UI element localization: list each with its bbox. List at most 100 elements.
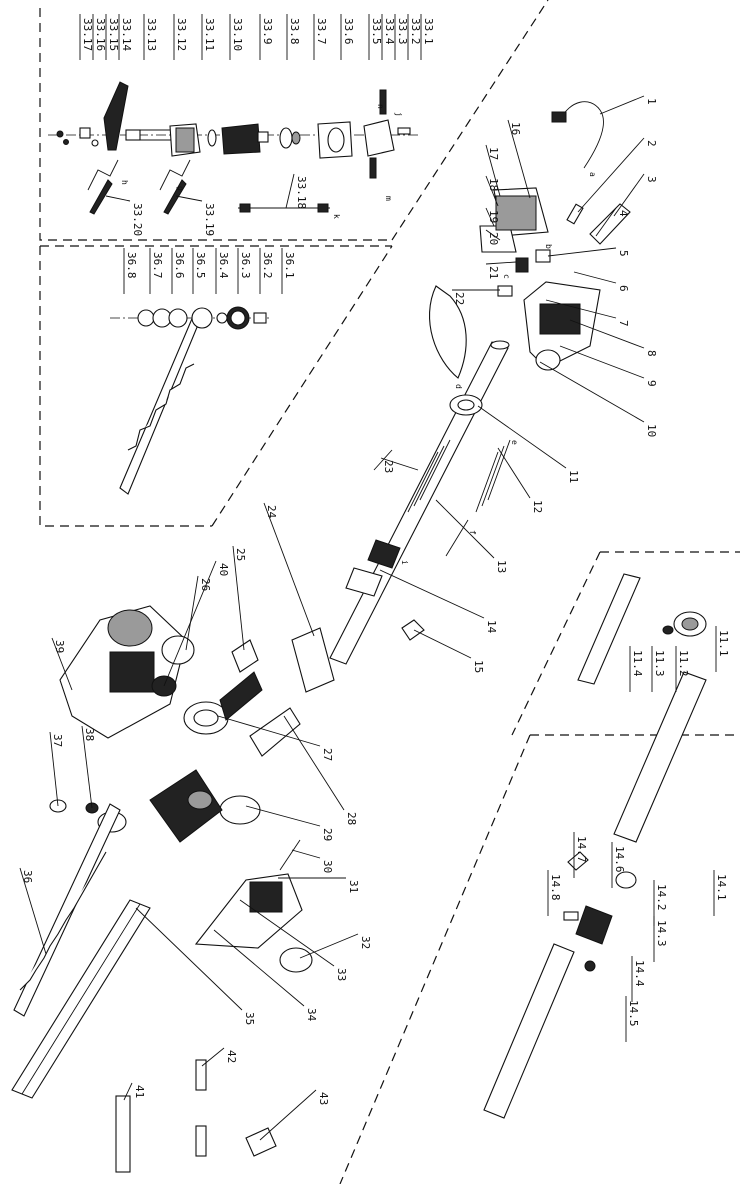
callout-9: 9 <box>645 380 658 387</box>
leader-line-30 <box>291 849 321 859</box>
leader-line-25 <box>232 545 245 651</box>
callout-41: 41 <box>133 1085 146 1098</box>
upper-handle-shaft <box>291 101 631 693</box>
callout-11-2: 11.2 <box>677 650 690 677</box>
callout-33-10: 33.10 <box>231 18 244 51</box>
callout-17: 17 <box>487 147 500 160</box>
leader-line-23 <box>380 457 419 471</box>
callout-33-16: 33.16 <box>94 18 107 51</box>
callout-27: 27 <box>321 748 334 761</box>
callout-35: 35 <box>243 1012 256 1025</box>
callout-38: 38 <box>83 728 96 741</box>
callout-11: 11 <box>567 470 580 483</box>
callout-13: 13 <box>495 560 508 573</box>
wire-letter-g: g <box>176 186 185 191</box>
callout-14-7: 14.7 <box>575 836 588 863</box>
callout-33-20: 33.20 <box>131 203 144 236</box>
leader-line-21 <box>485 261 517 265</box>
leader-line-33-18 <box>285 173 295 209</box>
callout-20: 20 <box>487 232 500 245</box>
leader-line-1 <box>599 95 645 115</box>
callout-36-6: 36.6 <box>173 252 186 279</box>
leader-line-4 <box>595 207 617 237</box>
callout-33-9: 33.9 <box>261 18 274 45</box>
gear-housing-assembly <box>11 605 313 1173</box>
leader-line-42 <box>201 1047 225 1067</box>
leader-line-18 <box>485 175 499 207</box>
wire-letter-n: n <box>376 104 385 109</box>
leader-line-14 <box>379 569 485 619</box>
wire-letter-k: k <box>332 214 341 219</box>
leader-line-8 <box>569 319 645 349</box>
callout-33-11: 33.11 <box>203 18 216 51</box>
callout-14-1: 14.1 <box>715 874 728 901</box>
callout-33-19: 33.19 <box>203 203 216 236</box>
callout-36-1: 36.1 <box>283 252 296 279</box>
callout-26: 26 <box>199 578 212 591</box>
pole-end-subassembly <box>577 573 707 685</box>
wire-letter-j: j <box>394 112 403 117</box>
callout-36-7: 36.7 <box>151 252 164 279</box>
callout-14-3: 14.3 <box>655 920 668 947</box>
callout-36-5: 36.5 <box>194 252 207 279</box>
callout-14: 14 <box>485 620 498 634</box>
callout-34: 34 <box>305 1008 318 1022</box>
callout-15: 15 <box>472 660 485 673</box>
callout-16: 16 <box>509 122 522 135</box>
leader-line-11 <box>477 405 567 469</box>
callout-7: 7 <box>617 320 630 327</box>
callout-21: 21 <box>487 266 500 279</box>
callout-11-3: 11.3 <box>653 650 666 677</box>
callout-30: 30 <box>321 860 334 873</box>
callout-33-5: 33.5 <box>370 18 383 45</box>
callout-14-8: 14.8 <box>549 874 562 901</box>
leader-line-40 <box>163 560 217 687</box>
callout-33-18: 33.18 <box>295 176 308 209</box>
wire-letter-f: f <box>468 530 477 535</box>
callout-33-3: 33.3 <box>396 18 409 45</box>
leader-line-33-20 <box>105 195 131 202</box>
leader-line-2 <box>577 137 645 213</box>
callout-29: 29 <box>321 828 334 841</box>
wire-letter-b: b <box>544 244 553 249</box>
leader-line-33-19 <box>175 195 203 202</box>
leader-line-16 <box>507 119 531 199</box>
leader-line-13 <box>435 499 495 559</box>
callout-11-1: 11.1 <box>717 630 730 657</box>
callout-36-8: 36.8 <box>125 252 138 279</box>
callout-33: 33 <box>335 968 348 981</box>
leader-line-39 <box>51 637 73 691</box>
blade-subassembly <box>110 306 270 495</box>
extension-pole-subassembly <box>483 671 707 1119</box>
callout-33-15: 33.15 <box>107 18 120 51</box>
wire-letter-a: a <box>588 172 597 177</box>
leader-line-12 <box>497 447 531 499</box>
callout-25: 25 <box>234 548 247 561</box>
callout-33-14: 33.14 <box>120 18 133 51</box>
callout-33-7: 33.7 <box>315 18 328 45</box>
callout-42: 42 <box>225 1050 238 1063</box>
leader-line-43 <box>259 1089 317 1141</box>
callout-8: 8 <box>645 350 658 357</box>
callout-36-4: 36.4 <box>217 252 230 279</box>
callout-14-6: 14.6 <box>613 846 626 873</box>
leader-line-9 <box>559 345 645 379</box>
callout-19: 19 <box>487 210 500 223</box>
leader-line-34 <box>213 929 305 1007</box>
callout-40: 40 <box>217 563 230 576</box>
section-borders <box>39 0 740 1184</box>
leader-line-15 <box>413 629 472 659</box>
callout-36-2: 36.2 <box>261 252 274 279</box>
callout-31: 31 <box>347 880 360 893</box>
callout-4: 4 <box>617 210 630 217</box>
leader-line-36 <box>19 867 47 955</box>
leader-line-20 <box>485 229 501 241</box>
wire-letter-h: h <box>120 180 129 185</box>
callout-14-2: 14.2 <box>655 884 668 911</box>
callout-10: 10 <box>645 424 658 437</box>
leader-line-35 <box>135 907 243 1011</box>
wire-letter-i: i <box>400 560 409 565</box>
leader-line-7 <box>545 299 617 319</box>
callout-12: 12 <box>531 500 544 513</box>
